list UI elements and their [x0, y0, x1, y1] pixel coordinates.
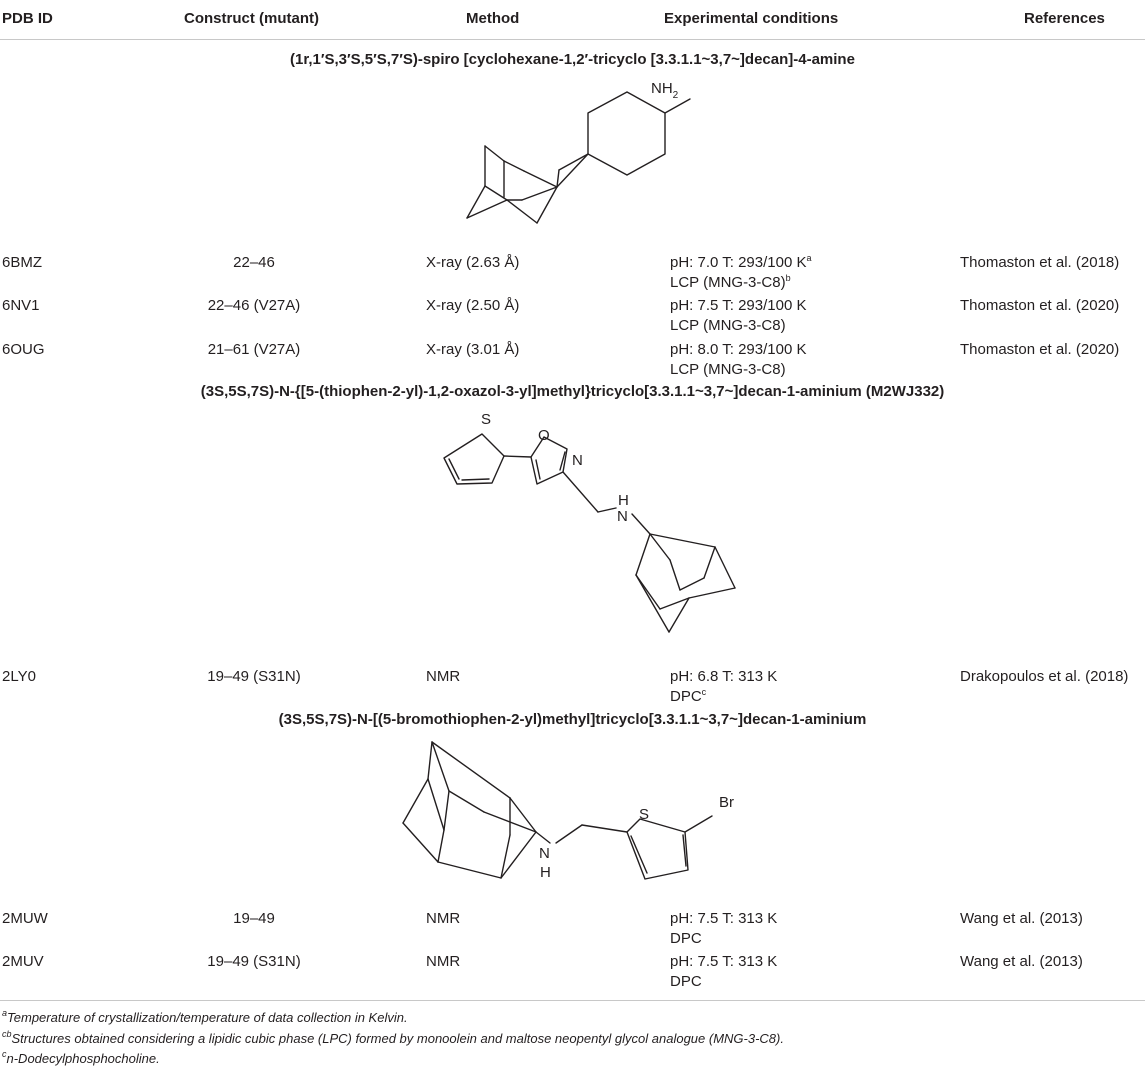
row-construct: 19–49 (S31N) — [207, 668, 301, 685]
row-condition-medium: LCP (MNG-3-C8) — [670, 317, 786, 334]
row-pdb-id: 2LY0 — [2, 668, 36, 685]
row-reference: Drakopoulos et al. (2018) — [960, 668, 1129, 685]
header-method: Method — [466, 10, 520, 27]
header-construct: Construct (mutant) — [184, 10, 319, 27]
row-reference: Thomaston et al. (2018) — [960, 254, 1120, 271]
amine-n-label: N — [617, 508, 628, 525]
header-pdb-id: PDB ID — [2, 10, 53, 27]
row-method: NMR — [426, 910, 461, 927]
row-reference: Wang et al. (2013) — [960, 953, 1083, 970]
row-construct: 22–46 (V27A) — [207, 297, 301, 314]
header-conditions: Experimental conditions — [664, 10, 839, 27]
row-method: X-ray (3.01 Å) — [426, 341, 520, 358]
isoxazole-o-label: O — [538, 427, 550, 444]
section-title-3: (3S,5S,7S)-N-[(5-bromothiophen-2-yl)meth… — [278, 711, 867, 728]
nh2-label: NH2 — [651, 80, 679, 101]
row-condition-ph-temp: pH: 7.5 T: 293/100 K — [670, 297, 807, 314]
row-method: X-ray (2.63 Å) — [426, 254, 520, 271]
section-title-1: (1r,1′S,3′S,5′S,7′S)-spiro [cyclohexane-… — [290, 51, 855, 68]
bromine-label: Br — [719, 794, 734, 811]
thiophene-s-label: S — [639, 806, 649, 823]
row-method: X-ray (2.50 Å) — [426, 297, 520, 314]
row-pdb-id: 2MUW — [2, 910, 48, 927]
amine-h-label: H — [540, 864, 551, 881]
row-reference: Wang et al. (2013) — [960, 910, 1083, 927]
amine-n-label: N — [539, 845, 550, 862]
header-references: References — [1024, 10, 1105, 27]
footnote: cbStructures obtained considering a lipi… — [2, 1029, 784, 1047]
structure-bromothiophene-adamantane: N H S Br — [402, 741, 734, 881]
row-condition-ph-temp: pH: 7.5 T: 313 K — [670, 910, 778, 927]
row-condition-ph-temp: pH: 6.8 T: 313 K — [670, 668, 778, 685]
footnote: cn-Dodecylphosphocholine. — [2, 1049, 160, 1067]
row-method: NMR — [426, 953, 461, 970]
footnote: aTemperature of crystallization/temperat… — [2, 1008, 408, 1026]
isoxazole-n-label: N — [572, 452, 583, 469]
row-condition-ph-temp: pH: 7.0 T: 293/100 Ka — [670, 253, 812, 272]
row-construct: 21–61 (V27A) — [207, 341, 301, 358]
row-pdb-id: 6NV1 — [2, 297, 40, 314]
row-construct: 22–46 — [233, 254, 275, 271]
header-rule — [0, 39, 1145, 40]
row-construct: 19–49 — [233, 910, 275, 927]
row-condition-medium: LCP (MNG-3-C8) — [670, 361, 786, 378]
footer-rule — [0, 1000, 1145, 1001]
row-condition-medium: DPC — [670, 973, 702, 990]
row-pdb-id: 6BMZ — [2, 254, 43, 271]
row-method: NMR — [426, 668, 461, 685]
row-condition-medium: DPC — [670, 930, 702, 947]
row-condition-ph-temp: pH: 8.0 T: 293/100 K — [670, 341, 807, 358]
section-title-2: (3S,5S,7S)-N-{[5-(thiophen-2-yl)-1,2-oxa… — [200, 383, 945, 400]
row-pdb-id: 6OUG — [2, 341, 45, 358]
row-reference: Thomaston et al. (2020) — [960, 341, 1120, 358]
row-construct: 19–49 (S31N) — [207, 953, 301, 970]
structure-m2wj332: S O N H N — [443, 411, 736, 633]
structure-spiro-amine: NH2 — [466, 80, 691, 224]
row-condition-medium: LCP (MNG-3-C8)b — [670, 273, 791, 292]
row-condition-medium: DPCc — [670, 687, 707, 706]
row-pdb-id: 2MUV — [2, 953, 44, 970]
row-reference: Thomaston et al. (2020) — [960, 297, 1120, 314]
amine-h-label: H — [618, 492, 629, 509]
row-condition-ph-temp: pH: 7.5 T: 313 K — [670, 953, 778, 970]
thiophene-s-label: S — [481, 411, 491, 428]
